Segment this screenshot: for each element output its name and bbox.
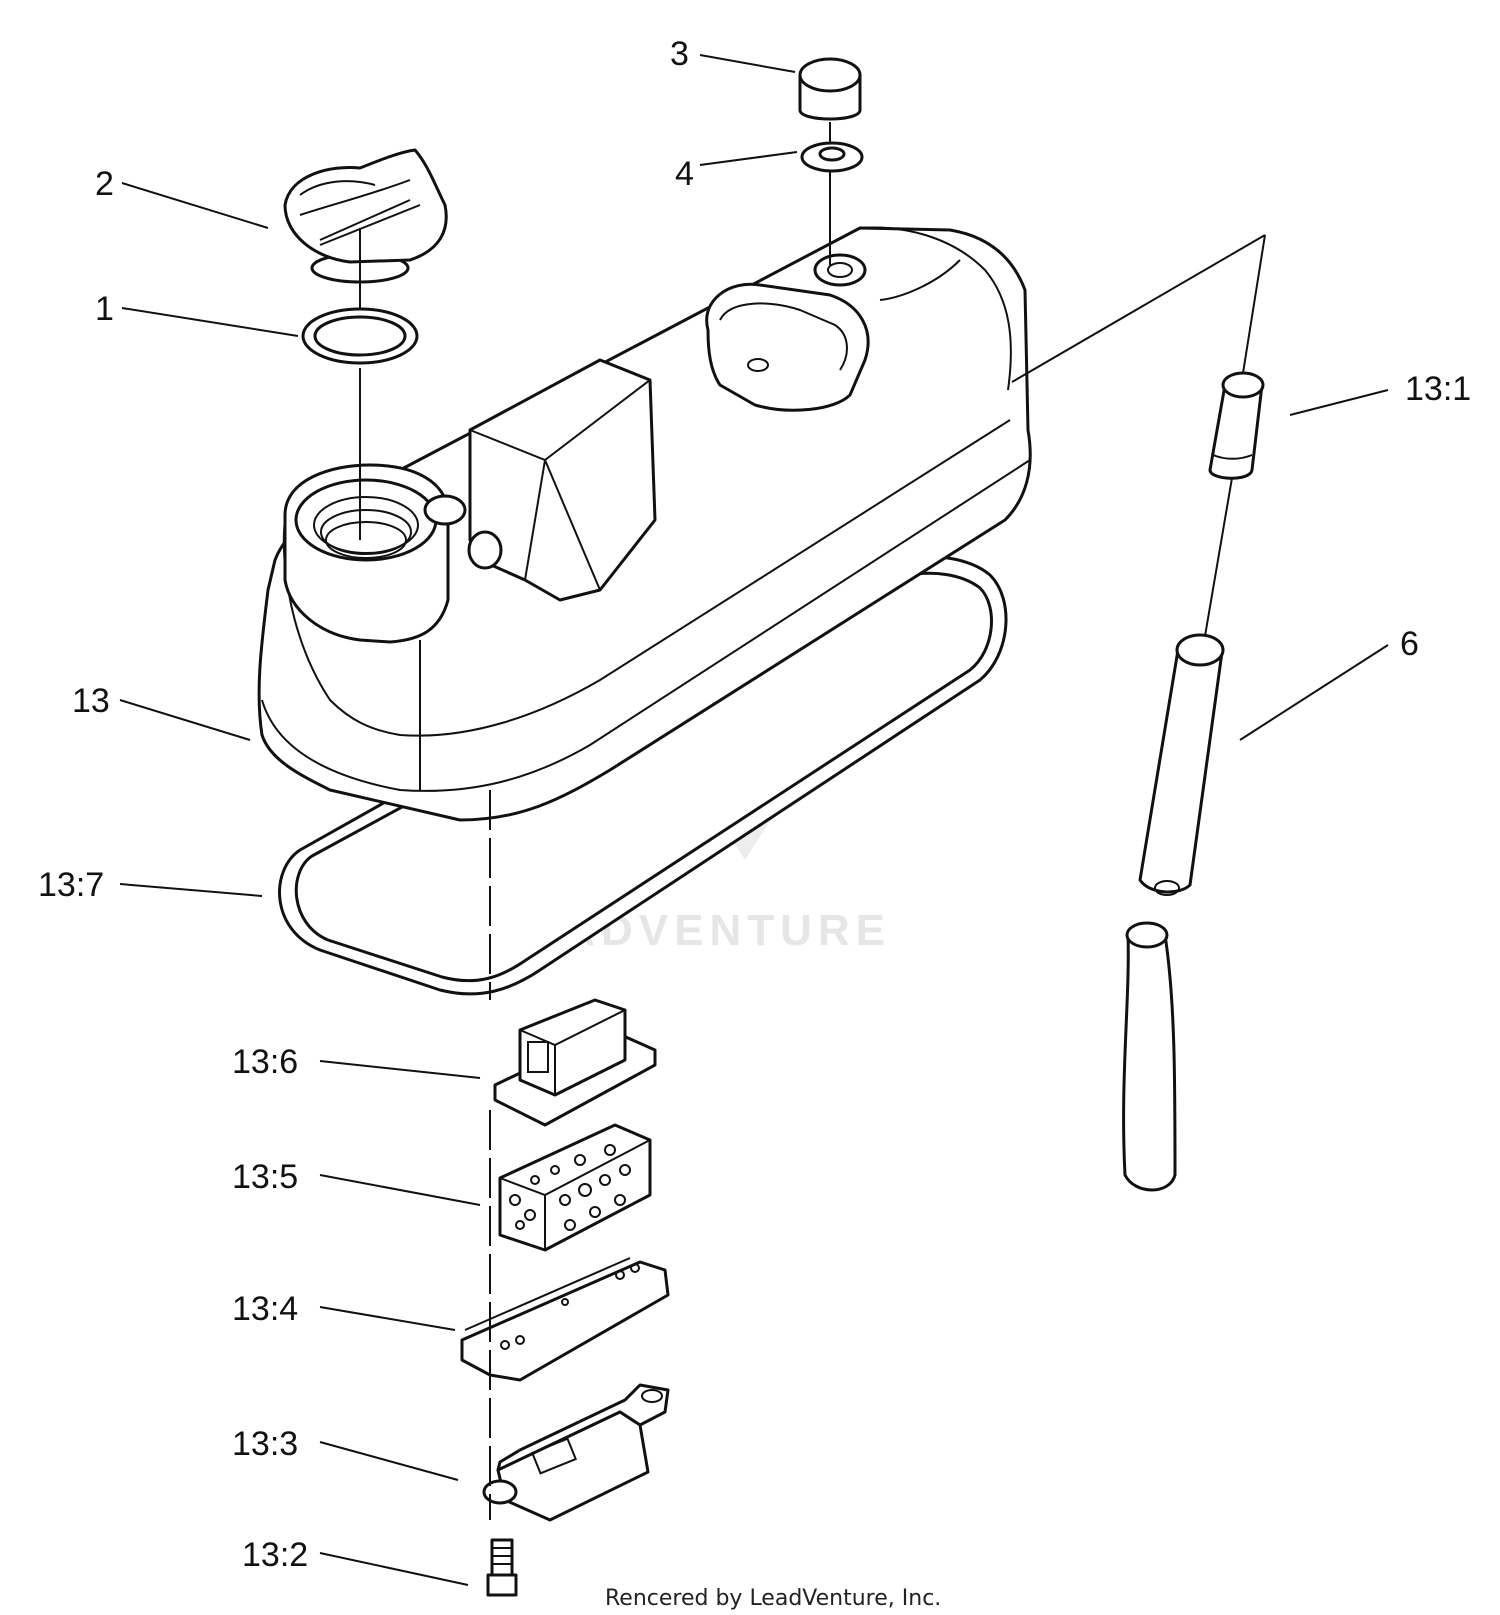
breather-tube-13-1 — [1208, 371, 1265, 480]
filter-element-13-5 — [498, 1123, 652, 1252]
callout-3: 3 — [670, 35, 689, 73]
callout-13-6: 13:6 — [232, 1043, 298, 1081]
oil-filler-cap-2 — [283, 148, 448, 284]
hose-6-upper — [1138, 633, 1225, 896]
footer-credit: Rencered by LeadVenture, Inc. — [605, 1586, 941, 1611]
assembly-lines — [359, 122, 1266, 1520]
callout-6: 6 — [1400, 625, 1419, 663]
callout-13-4: 13:4 — [232, 1290, 298, 1328]
callout-13: 13 — [72, 682, 110, 720]
callout-labels: 2 1 3 4 13:1 6 13 13:7 13:6 13:5 13:4 13… — [38, 35, 1471, 1574]
breather-box-13-6 — [493, 998, 657, 1127]
plug-cap-3 — [798, 57, 862, 121]
reed-plate-13-4 — [460, 1257, 670, 1382]
screw-13-2 — [486, 1538, 518, 1597]
oil-filler-neck — [283, 463, 467, 644]
washer-4 — [800, 141, 864, 173]
callout-13-5: 13:5 — [232, 1158, 298, 1196]
callout-1: 1 — [95, 290, 114, 328]
o-ring-1 — [301, 307, 419, 365]
breather-housing — [467, 358, 657, 602]
hose-6-lower — [1122, 921, 1177, 1192]
callout-4: 4 — [675, 155, 694, 193]
callout-13-3: 13:3 — [232, 1425, 298, 1463]
callout-13-7: 13:7 — [38, 866, 104, 904]
callout-13-2: 13:2 — [242, 1536, 308, 1574]
callout-13-1: 13:1 — [1405, 370, 1471, 408]
gasket-13-7 — [278, 554, 1008, 996]
retainer-plate-13-3 — [482, 1383, 670, 1522]
callout-leaders — [119, 54, 1389, 1586]
cover-top-pad — [705, 253, 870, 412]
callout-2: 2 — [95, 165, 114, 203]
